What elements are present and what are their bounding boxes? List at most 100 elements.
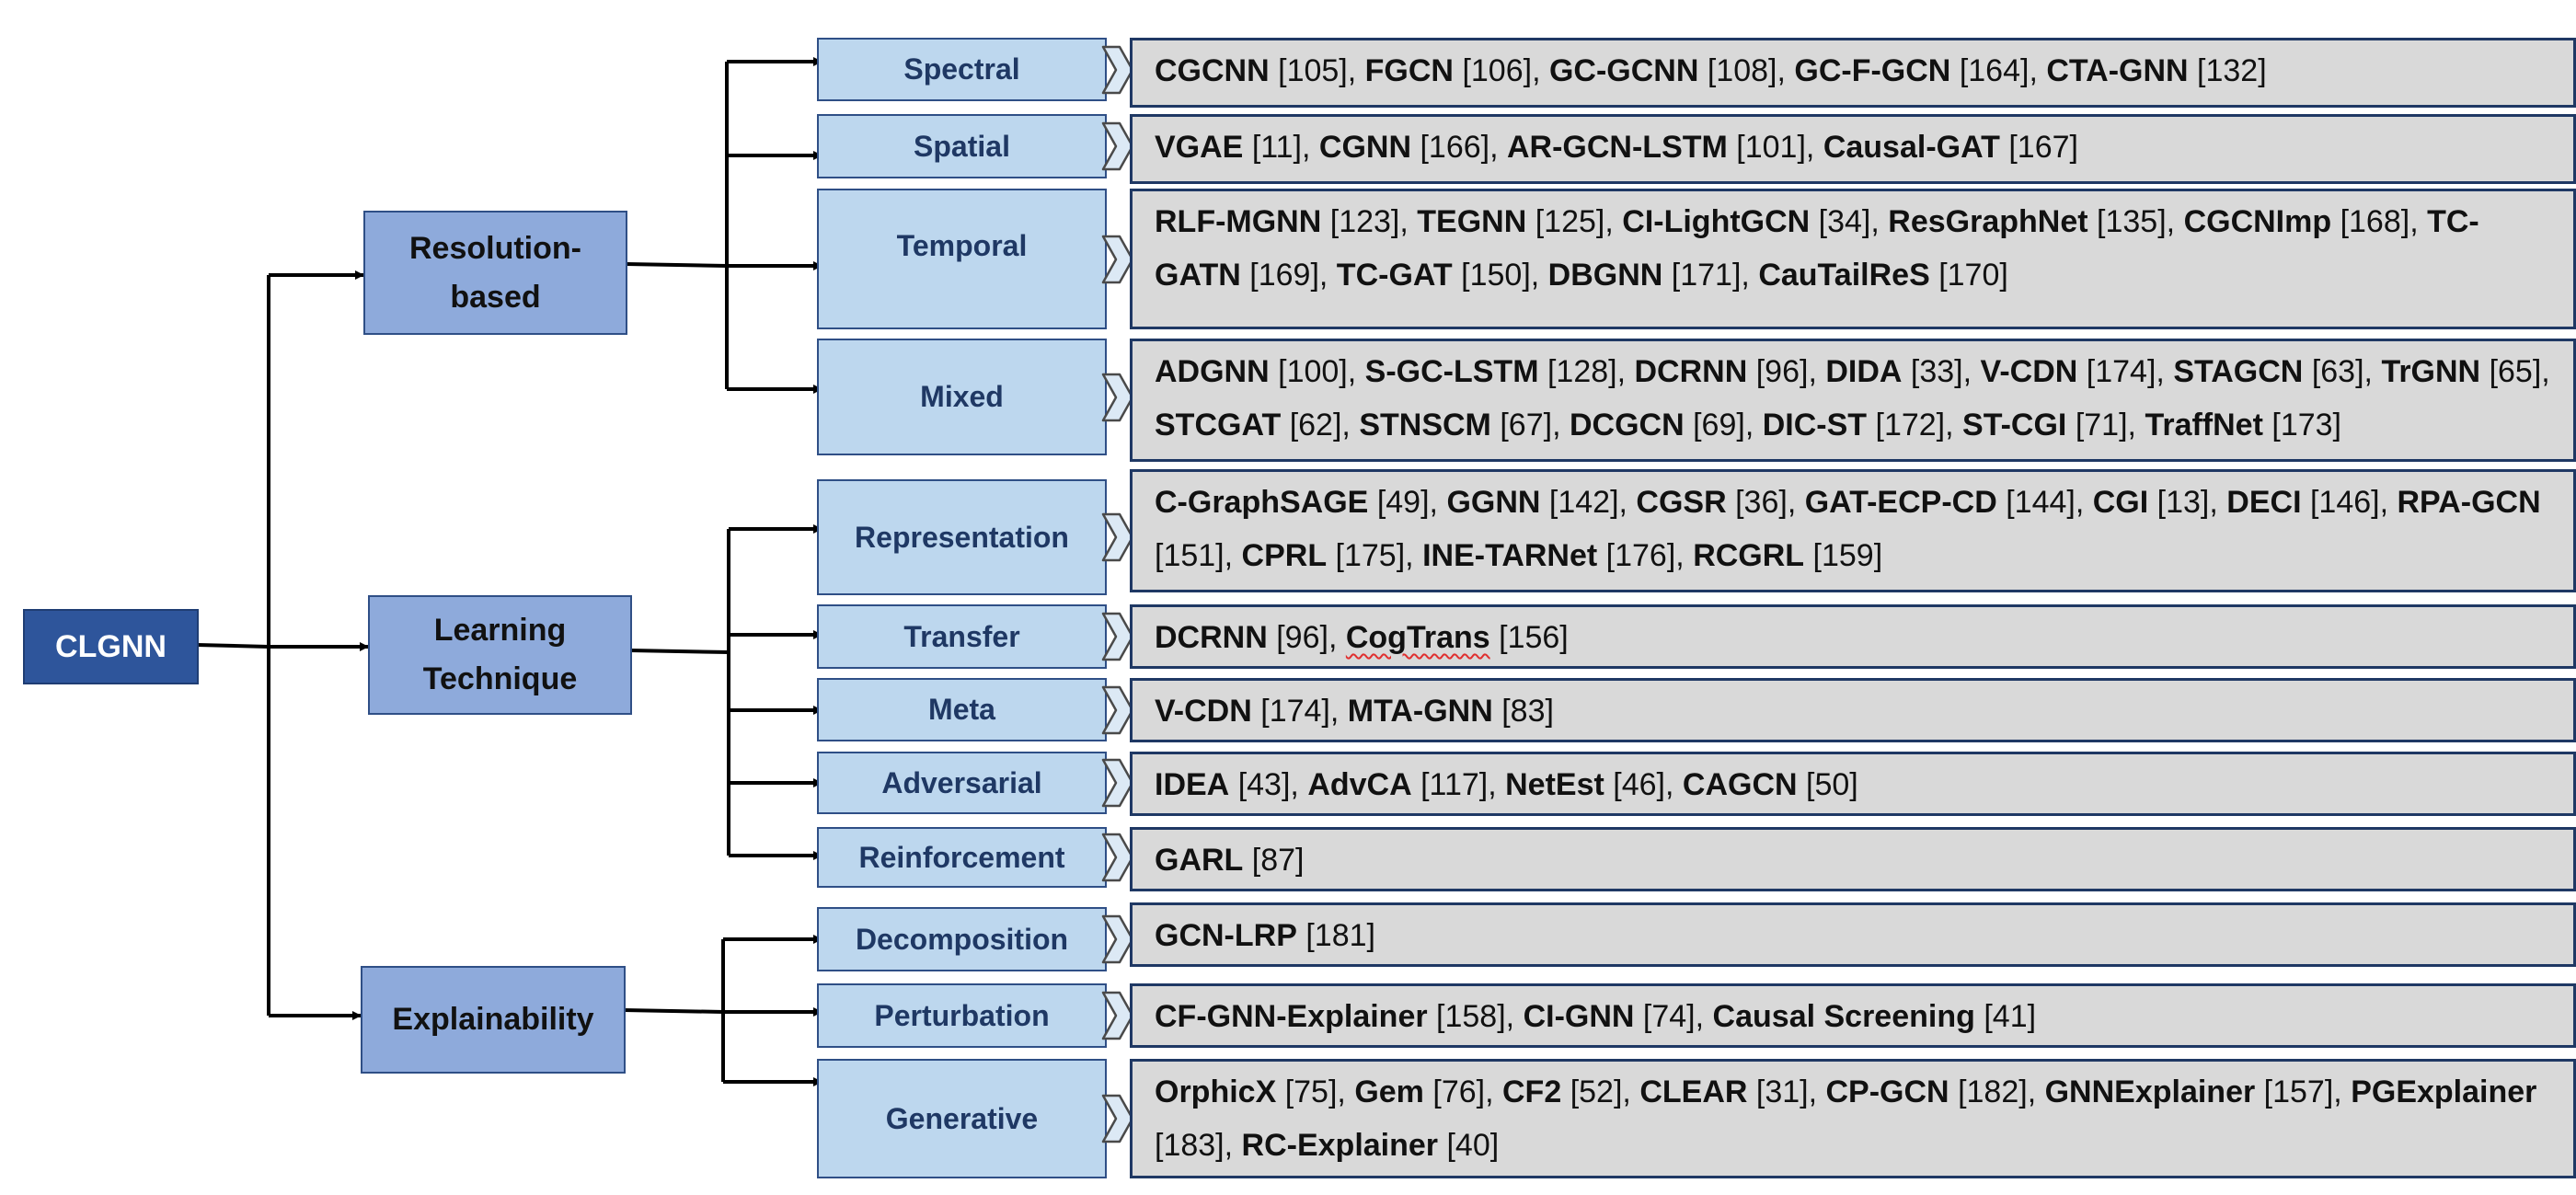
category-learning-technique: Learning Technique <box>368 595 632 715</box>
model-entry: NetEst [46], <box>1505 767 1683 802</box>
model-name: CAGCN <box>1682 767 1798 802</box>
model-name: V-CDN <box>1980 354 2078 389</box>
model-entry: C-GraphSAGE [49], <box>1155 485 1447 520</box>
model-name: V-CDN <box>1155 694 1252 729</box>
model-reference: [87] <box>1251 843 1305 878</box>
model-reference: [11] <box>1251 130 1302 165</box>
chevron-right-icon <box>1101 373 1134 421</box>
subcategory-transfer: Transfer <box>817 604 1134 669</box>
model-entry: V-CDN [174], <box>1155 694 1348 729</box>
model-name: TEGNN <box>1417 204 1527 239</box>
models-spatial: VGAE [11], CGNN [166], AR-GCN-LSTM [101]… <box>1130 114 2576 184</box>
model-name: CGI <box>2092 485 2149 520</box>
model-reference: [164] <box>1959 53 2030 88</box>
model-reference: [142] <box>1548 485 1619 520</box>
chevron-right-icon <box>1101 685 1134 734</box>
model-name: CauTailReS <box>1758 258 1930 293</box>
model-entry: CI-GNN [74], <box>1523 999 1713 1034</box>
models-temporal: RLF-MGNN [123], TEGNN [125], CI-LightGCN… <box>1130 189 2576 329</box>
model-reference: [176] <box>1605 538 1676 573</box>
model-reference: [74] <box>1642 999 1696 1034</box>
model-name: GC-GCNN <box>1548 53 1699 88</box>
model-reference: [166] <box>1420 130 1490 165</box>
model-entry: CAGCN [50] <box>1683 767 1858 802</box>
model-entry: Causal Screening [41] <box>1713 999 2037 1034</box>
model-entry: CGCNImp [168], <box>2183 204 2428 239</box>
subcategory-mixed: Mixed <box>817 339 1134 455</box>
model-name: CF2 <box>1502 1074 1562 1109</box>
model-entry: RC-Explainer [40] <box>1242 1128 1500 1163</box>
model-name: STNSCM <box>1359 408 1491 442</box>
model-entry: Gem [76], <box>1354 1074 1502 1109</box>
models-generative: OrphicX [75], Gem [76], CF2 [52], CLEAR … <box>1130 1059 2576 1178</box>
chevron-right-icon <box>1101 512 1134 562</box>
subcategory-label: Representation <box>855 520 1069 554</box>
model-name: OrphicX <box>1155 1074 1277 1109</box>
subcategory-label: Adversarial <box>881 765 1042 799</box>
root-node: CLGNN <box>23 609 199 684</box>
chevron-right-icon <box>1101 235 1134 283</box>
model-reference: [13] <box>2156 485 2210 520</box>
model-entry: CLEAR [31], <box>1639 1074 1826 1109</box>
subcategory-label: Generative <box>885 1101 1039 1135</box>
model-entry: GAT-ECP-CD [144], <box>1804 485 2093 520</box>
model-entry: GGNN [142], <box>1446 485 1637 520</box>
model-entry: STNSCM [67], <box>1359 408 1570 442</box>
model-entry: CTA-GNN [132] <box>2046 53 2266 88</box>
model-name: DIDA <box>1825 354 1903 389</box>
model-entry: PGExplainer [183], <box>1155 1074 2537 1163</box>
model-reference: [49] <box>1376 485 1430 520</box>
model-entry: CauTailReS [170] <box>1758 258 2008 293</box>
model-name: C-GraphSAGE <box>1155 485 1369 520</box>
model-reference: [50] <box>1806 767 1858 802</box>
model-reference: [173] <box>2271 408 2341 442</box>
model-entry: CGSR [36], <box>1636 485 1805 520</box>
model-entry: AdvCA [117], <box>1307 767 1506 802</box>
model-reference: [108] <box>1707 53 1777 88</box>
chevron-right-icon <box>1101 758 1134 808</box>
model-reference: [156] <box>1499 620 1569 655</box>
subcategory-spatial: Spatial <box>817 114 1134 178</box>
model-name: PGExplainer <box>2351 1074 2537 1109</box>
chevron-right-icon <box>1101 45 1134 94</box>
model-name: DIC-ST <box>1762 408 1868 442</box>
model-name: AdvCA <box>1307 767 1412 802</box>
model-entry: S-GC-LSTM [128], <box>1364 354 1635 389</box>
chevron-right-icon <box>1101 833 1134 882</box>
subcategory-reinforcement: Reinforcement <box>817 827 1134 888</box>
model-reference: [83] <box>1501 694 1554 729</box>
model-name: CP-GCN <box>1825 1074 1949 1109</box>
model-name: TC-GAT <box>1336 258 1453 293</box>
model-name: Causal-GAT <box>1823 130 2000 165</box>
model-reference: [144] <box>2006 485 2076 520</box>
model-name: CGNN <box>1318 130 1412 165</box>
model-reference: [158] <box>1436 999 1506 1034</box>
model-entry: RCGRL [159] <box>1693 538 1882 573</box>
model-name: VGAE <box>1155 130 1244 165</box>
model-entry: CPRL [175], <box>1241 538 1423 573</box>
model-reference: [169] <box>1249 258 1319 293</box>
model-entry: GC-F-GCN [164], <box>1794 53 2047 88</box>
model-name: CLEAR <box>1639 1074 1748 1109</box>
subcategory-temporal: Temporal <box>817 189 1134 329</box>
model-entry: GARL [87] <box>1155 843 1305 878</box>
model-reference: [146] <box>2309 485 2380 520</box>
model-reference: [172] <box>1875 408 1946 442</box>
model-entry: RLF-MGNN [123], <box>1155 204 1418 239</box>
subcategory-decomposition: Decomposition <box>817 907 1134 971</box>
model-reference: [174] <box>1260 694 1330 729</box>
subcategory-spectral: Spectral <box>817 38 1134 101</box>
model-reference: [75] <box>1284 1074 1338 1109</box>
model-entry: MTA-GNN [83] <box>1348 694 1554 729</box>
subcategory-label: Spatial <box>914 129 1010 163</box>
subcategory-label: Reinforcement <box>858 840 1065 874</box>
model-reference: [132] <box>2197 53 2267 88</box>
chevron-right-icon <box>1101 991 1134 1040</box>
model-reference: [167] <box>2008 130 2078 165</box>
model-entry: DCGCN [69], <box>1569 408 1763 442</box>
model-reference: [171] <box>1671 258 1742 293</box>
models-decomposition: GCN-LRP [181] <box>1130 902 2576 967</box>
model-name: RLF-MGNN <box>1155 204 1322 239</box>
model-name: DCRNN <box>1634 354 1748 389</box>
